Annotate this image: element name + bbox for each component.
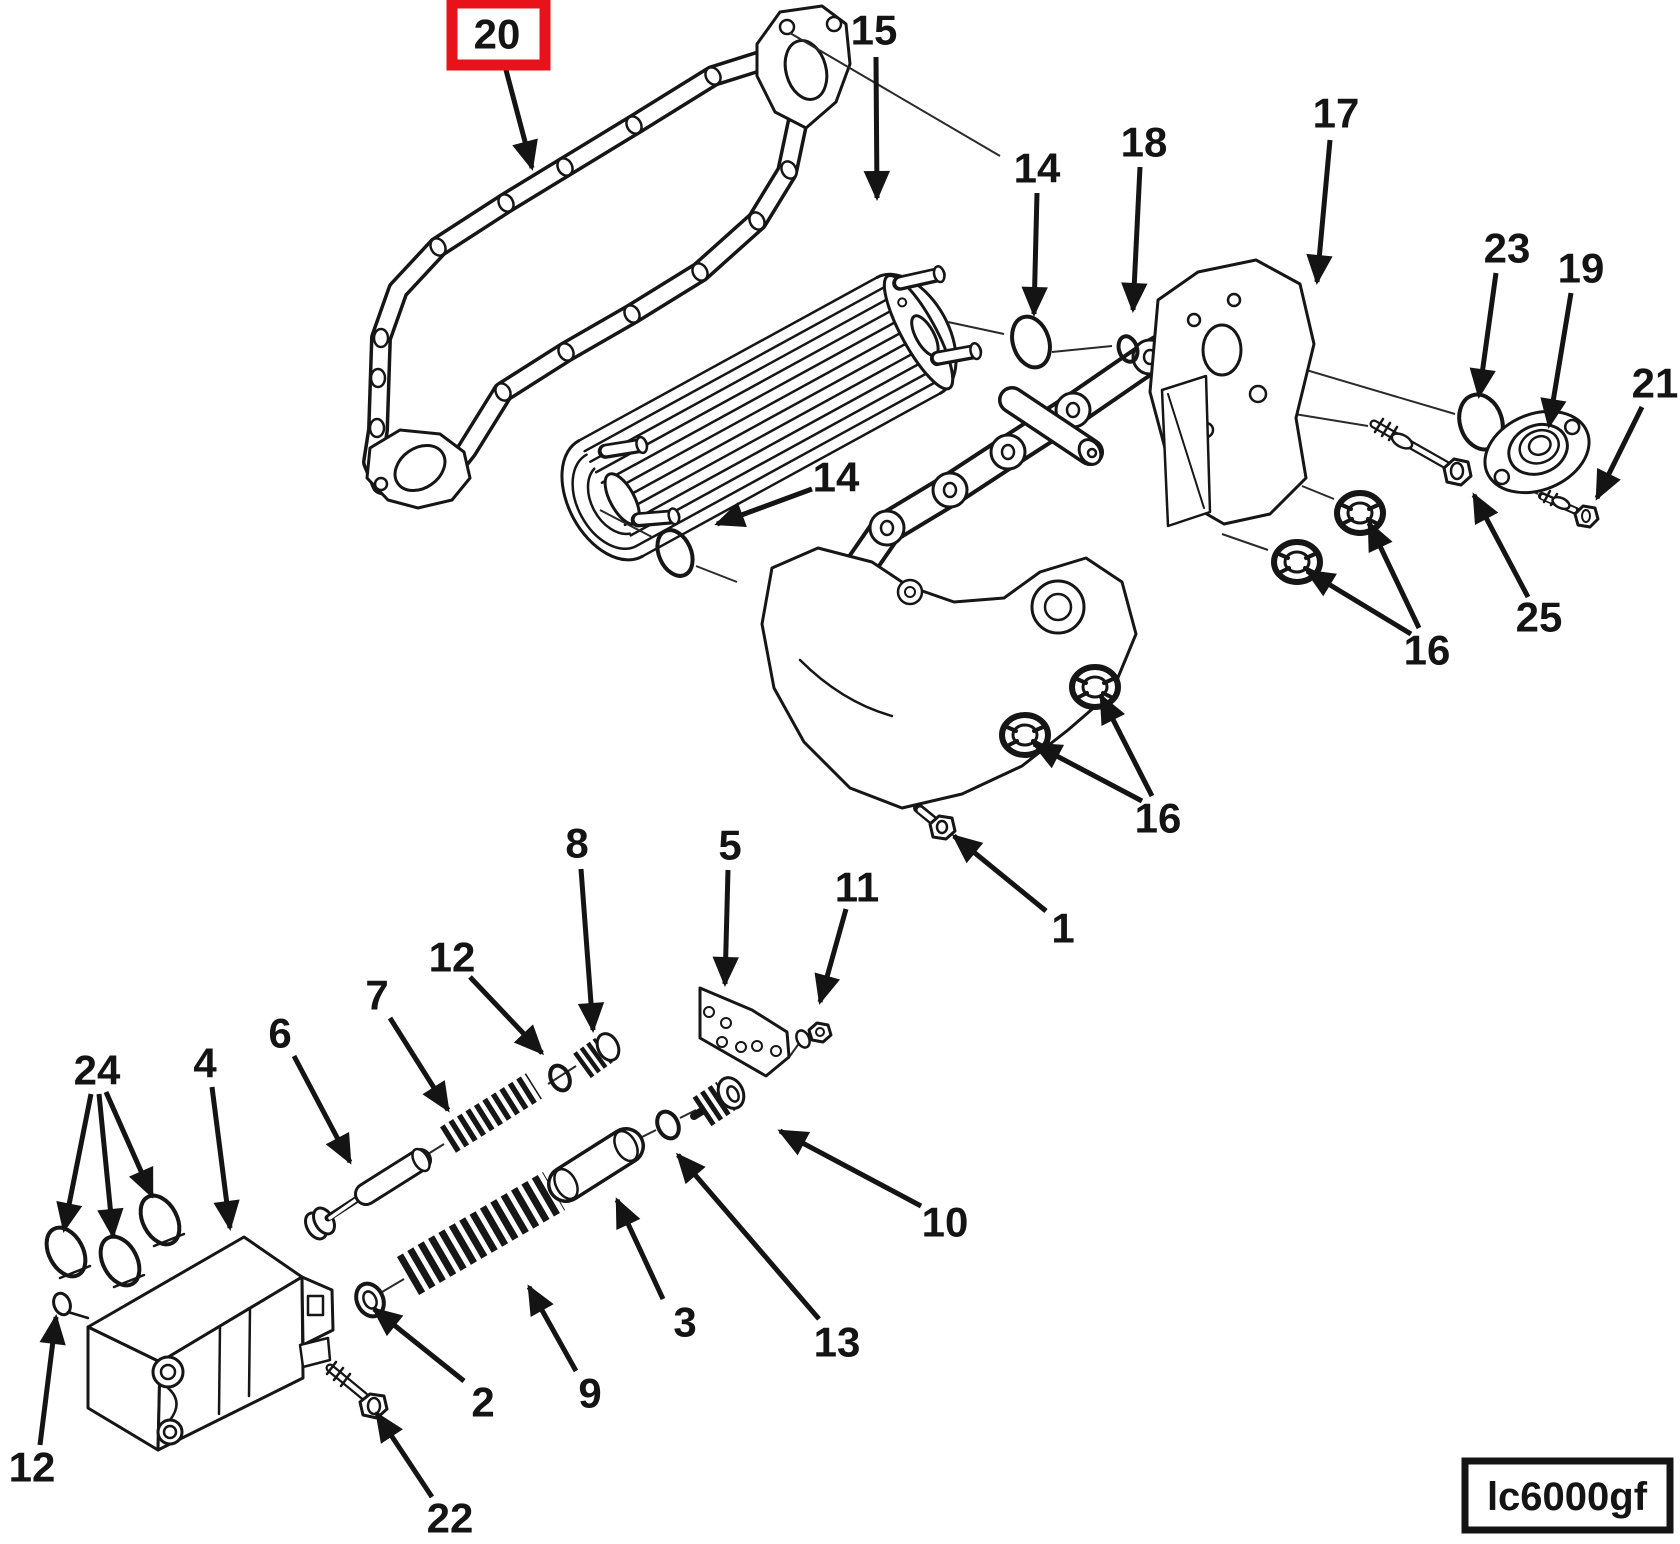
- callout-arrow-18: [1121, 166, 1148, 313]
- nut: [1334, 490, 1386, 536]
- callout-22[interactable]: 22: [427, 1495, 474, 1542]
- callout-23[interactable]: 23: [1484, 225, 1531, 272]
- callout-12[interactable]: 12: [9, 1444, 56, 1491]
- callout-16[interactable]: 16: [1404, 627, 1451, 674]
- regulator-housing-part-4: [86, 1235, 335, 1452]
- callout-arrow-9: [526, 1284, 579, 1373]
- bolt-part-25: [1369, 417, 1473, 487]
- highlight-box: [446, 0, 551, 71]
- callout-arrow-16: [1031, 741, 1144, 804]
- piston-part-3: [547, 1127, 645, 1203]
- nut: [1069, 664, 1121, 710]
- callout-arrow-14: [1021, 192, 1048, 317]
- callout-arrow-22: [374, 1411, 435, 1499]
- callout-arrow-21: [1594, 405, 1645, 501]
- callout-25[interactable]: 25: [1516, 594, 1563, 641]
- gasket-part: [362, 4, 852, 510]
- o-rings-24: [44, 1193, 186, 1289]
- callout-arrow-6: [291, 1054, 353, 1165]
- bolt-part-21: [1538, 489, 1600, 529]
- callout-arrow-12: [37, 1314, 66, 1446]
- callout-arrow-14: [714, 486, 813, 528]
- callout-arrow-25: [1471, 492, 1531, 599]
- callout-arrow-23: [1469, 272, 1499, 399]
- callout-arrow-20: [503, 69, 538, 171]
- callout-arrow-16: [1304, 568, 1413, 637]
- callout-arrow-17: [1306, 139, 1333, 285]
- diagram-code: lc6000gf: [1487, 1475, 1648, 1519]
- callout-arrow-13: [676, 1152, 821, 1321]
- spring-part-9: [396, 1171, 566, 1296]
- callout-arrow-2: [371, 1307, 466, 1383]
- plunger-part-6: [304, 1147, 432, 1241]
- plate-part-5: [698, 986, 791, 1078]
- callout-24[interactable]: 24: [74, 1047, 121, 1094]
- callout-19[interactable]: 19: [1558, 245, 1605, 292]
- callout-arrow-10: [777, 1128, 923, 1209]
- callout-arrow-19: [1540, 292, 1574, 429]
- callout-5[interactable]: 5: [718, 822, 741, 869]
- callout-arrow-16: [1098, 693, 1155, 798]
- oil-cooler-core-part: [560, 265, 983, 562]
- callout-arrow-24: [56, 1093, 94, 1233]
- screw-part-11: [795, 1021, 833, 1049]
- callout-11[interactable]: 11: [835, 864, 879, 911]
- callout-arrow-12: [468, 975, 545, 1056]
- callout-16[interactable]: 16: [1135, 795, 1182, 842]
- callout-arrow-24: [103, 1090, 155, 1199]
- plug-part-8: [573, 1032, 621, 1079]
- gasket-bolt-holes: [368, 66, 798, 439]
- o-ring-18: [1116, 334, 1140, 364]
- callout-12[interactable]: 12: [429, 934, 476, 981]
- callout-10[interactable]: 10: [922, 1199, 969, 1246]
- bolt-part-1: [913, 803, 957, 841]
- callout-4[interactable]: 4: [193, 1040, 217, 1087]
- callout-arrow-5: [712, 869, 739, 987]
- callout-arrow-16: [1366, 520, 1422, 630]
- callout-3[interactable]: 3: [673, 1299, 696, 1346]
- diagram-code-box: lc6000gf: [1461, 1457, 1674, 1534]
- callout-17[interactable]: 17: [1313, 90, 1360, 137]
- callout-14[interactable]: 14: [1014, 145, 1061, 192]
- cooler-studs: [597, 265, 983, 528]
- callout-arrow-7: [387, 1016, 451, 1113]
- callout-15[interactable]: 15: [851, 7, 898, 54]
- callout-21[interactable]: 21: [1632, 360, 1679, 407]
- callout-arrow-3: [614, 1197, 666, 1301]
- seal-ring-12-lower: [52, 1291, 90, 1320]
- callout-13[interactable]: 13: [814, 1319, 861, 1366]
- bolt-part-22: [325, 1360, 389, 1420]
- callout-arrow-8: [577, 868, 605, 1033]
- callout-arrow-4: [209, 1086, 240, 1231]
- callout-20[interactable]: 20: [474, 11, 521, 58]
- callout-1[interactable]: 1: [1051, 905, 1074, 952]
- callout-arrow-24: [96, 1093, 124, 1239]
- callout-18[interactable]: 18: [1121, 119, 1168, 166]
- callout-2[interactable]: 2: [471, 1379, 494, 1426]
- o-ring-13: [655, 1109, 681, 1141]
- callout-6[interactable]: 6: [268, 1010, 291, 1057]
- callout-9[interactable]: 9: [578, 1370, 601, 1417]
- o-ring-14-upper: [1010, 314, 1052, 370]
- seal-ring-12-upper: [548, 1063, 572, 1093]
- callout-arrow-1: [951, 834, 1048, 913]
- callout-8[interactable]: 8: [565, 820, 588, 867]
- cover-plate-part-19: [1483, 409, 1591, 495]
- spring-part-7: [440, 1073, 542, 1153]
- callout-arrow-15: [863, 56, 891, 201]
- callout-7[interactable]: 7: [365, 972, 388, 1019]
- plug-part-10: [690, 1076, 746, 1127]
- callout-14[interactable]: 14: [813, 454, 860, 501]
- o-ring-14-lower: [655, 528, 695, 578]
- callout-arrow-11: [814, 908, 849, 1005]
